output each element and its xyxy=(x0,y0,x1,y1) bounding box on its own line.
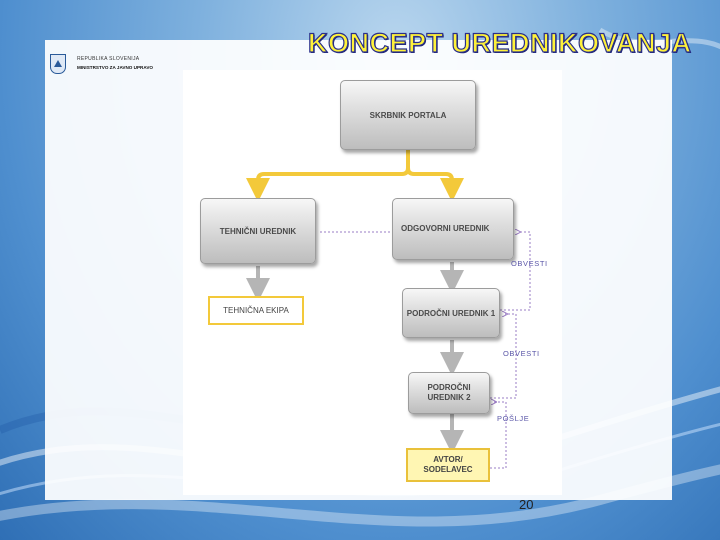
node-skrbnik-portala: SKRBNIK PORTALA xyxy=(340,80,476,150)
node-tehnicni-urednik: TEHNIČNI UREDNIK xyxy=(200,198,316,264)
node-podrocni-urednik-1: PODROČNI UREDNIK 1 xyxy=(402,288,500,338)
label-obvesti-2: OBVESTI xyxy=(503,349,540,358)
node-podrocni-urednik-2: PODROČNI UREDNIK 2 xyxy=(408,372,490,414)
slide-title: KONCEPT UREDNIKOVANJA xyxy=(307,27,692,58)
node-tehnicna-ekipa: TEHNIČNA EKIPA xyxy=(208,296,304,325)
node-podrocni-urednik-2-line1: PODROČNI xyxy=(427,383,471,392)
page-number: 20 xyxy=(519,497,534,512)
ministry-logo: REPUBLIKA SLOVENIJA MINISTRSTVO ZA JAVNO… xyxy=(50,52,200,78)
label-poslje: POŠLJE xyxy=(497,414,530,423)
coat-of-arms-icon xyxy=(50,54,66,74)
node-odgovorni-urednik: ODGOVORNI UREDNIK xyxy=(392,198,514,260)
node-avtor-sodelavec: AVTOR/ SODELAVEC xyxy=(406,448,490,482)
ministry-name: MINISTRSTVO ZA JAVNO UPRAVO xyxy=(77,65,153,70)
label-obvesti-1: OBVESTI xyxy=(511,259,548,268)
node-avtor-line1: AVTOR/ xyxy=(433,455,463,464)
node-avtor-line2: SODELAVEC xyxy=(423,465,473,474)
node-podrocni-urednik-2-line2: UREDNIK 2 xyxy=(427,393,471,402)
ministry-country: REPUBLIKA SLOVENIJA xyxy=(77,56,140,62)
